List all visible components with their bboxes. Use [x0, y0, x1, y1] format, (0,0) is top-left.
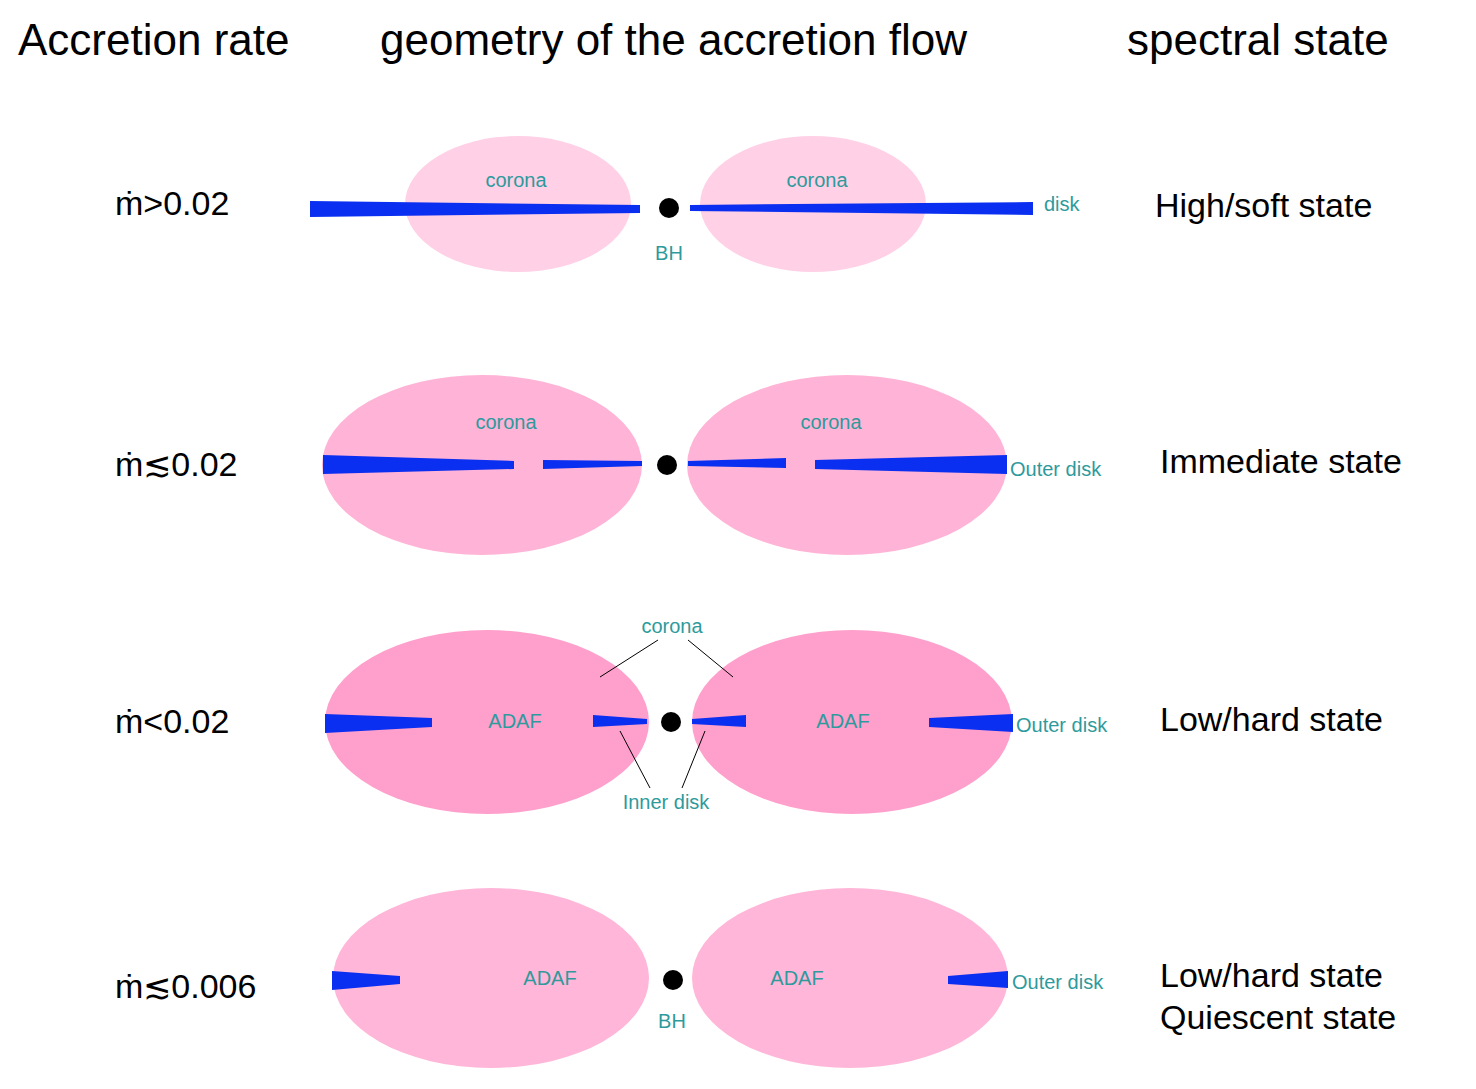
region-label: ADAF: [770, 967, 823, 989]
region-label: corona: [475, 411, 536, 433]
leader-line: [600, 640, 733, 788]
column-header: geometry of the accretion flow: [380, 16, 967, 64]
column-header: spectral state: [1127, 16, 1389, 64]
disk-label: Outer disk: [1012, 971, 1103, 993]
region-label: ADAF: [488, 710, 541, 732]
region-label: corona: [800, 411, 861, 433]
accretion-rate: ṁ<0.02: [115, 703, 229, 740]
region-label: ADAF: [816, 710, 869, 732]
spectral-state: Low/hard state: [1160, 701, 1383, 738]
region-label: corona: [485, 169, 546, 191]
accretion-disk: [310, 201, 1033, 990]
corona-label: corona: [641, 615, 702, 637]
accretion-rate: ṁ>0.02: [115, 185, 229, 222]
bh-label: BH: [655, 242, 683, 264]
spectral-state: Immediate state: [1160, 443, 1402, 480]
black-hole: [657, 198, 683, 990]
spectral-state: Low/hard state: [1160, 957, 1383, 994]
disk-label: Outer disk: [1010, 458, 1101, 480]
bh-label: BH: [658, 1010, 686, 1032]
column-header: Accretion rate: [18, 16, 289, 64]
region-label: ADAF: [523, 967, 576, 989]
accretion-rate: ṁ≲0.02: [115, 446, 238, 483]
disk-label: Inner disk: [623, 791, 710, 813]
region-label: corona: [786, 169, 847, 191]
accretion-rate: ṁ≲0.006: [115, 968, 256, 1005]
disk-label: Outer disk: [1016, 714, 1107, 736]
spectral-state: High/soft state: [1155, 187, 1372, 224]
spectral-state: Quiescent state: [1160, 999, 1396, 1036]
disk-label: disk: [1044, 193, 1080, 215]
